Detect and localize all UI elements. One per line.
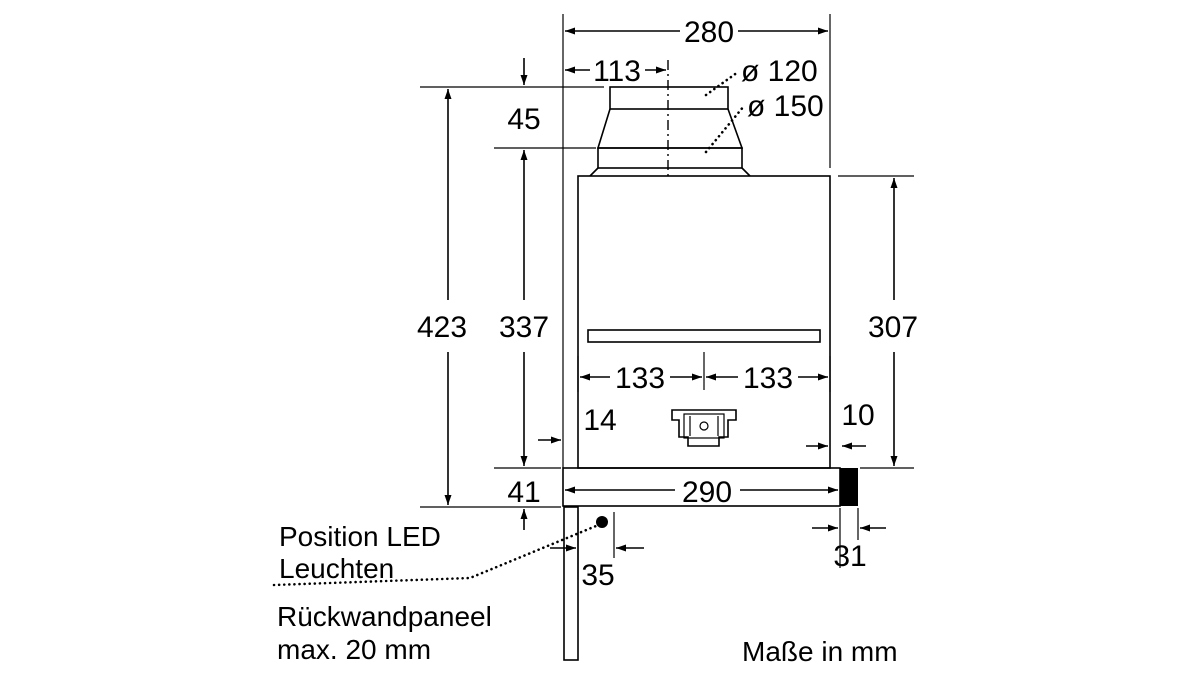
- led-position-label-line2: Leuchten: [279, 553, 394, 584]
- rear-panel-label-line2: max. 20 mm: [277, 634, 431, 665]
- units-note: Maße in mm: [742, 636, 898, 667]
- dim-collar-height: 45: [507, 103, 540, 136]
- dimension-lines: [444, 27, 898, 552]
- led-position-label-line1: Position LED: [279, 521, 441, 552]
- hood-outline: [562, 175, 858, 661]
- dim-body-height-right: 307: [868, 311, 918, 344]
- rear-wall-panel: [563, 506, 579, 661]
- dim-width-bottom: 290: [682, 476, 732, 509]
- dim-total-height: 423: [417, 311, 467, 344]
- dim-bottom-height: 41: [507, 476, 540, 509]
- dim-front-offset-right: 10: [841, 399, 874, 432]
- annotations: Position LED Leuchten Rückwandpaneel max…: [277, 521, 898, 667]
- dim-diameter-inner: ø 120: [741, 55, 818, 88]
- filter-strip: [587, 329, 821, 343]
- dim-outlet-offset: 113: [593, 55, 641, 88]
- dim-diameter-outer: ø 150: [747, 90, 824, 123]
- led-light-icon: [596, 516, 608, 528]
- dim-body-height-left: 337: [499, 311, 549, 344]
- rear-panel-label-line1: Rückwandpaneel: [277, 601, 492, 632]
- front-trim: [840, 468, 858, 506]
- dim-half-right: 133: [743, 362, 793, 395]
- dim-front-offset-left: 14: [583, 404, 616, 437]
- dim-half-left: 133: [615, 362, 665, 395]
- leader-lines: [272, 70, 746, 587]
- dim-width-top: 280: [684, 16, 734, 49]
- exhaust-collar: [589, 60, 751, 180]
- extension-lines: [420, 14, 914, 580]
- control-module: [671, 409, 737, 447]
- dim-front-panel: 31: [833, 540, 866, 573]
- dim-led-offset: 35: [581, 559, 614, 592]
- dimension-labels: 280 113 ø 120 ø 150 45 423 337 307 133 1…: [417, 16, 918, 592]
